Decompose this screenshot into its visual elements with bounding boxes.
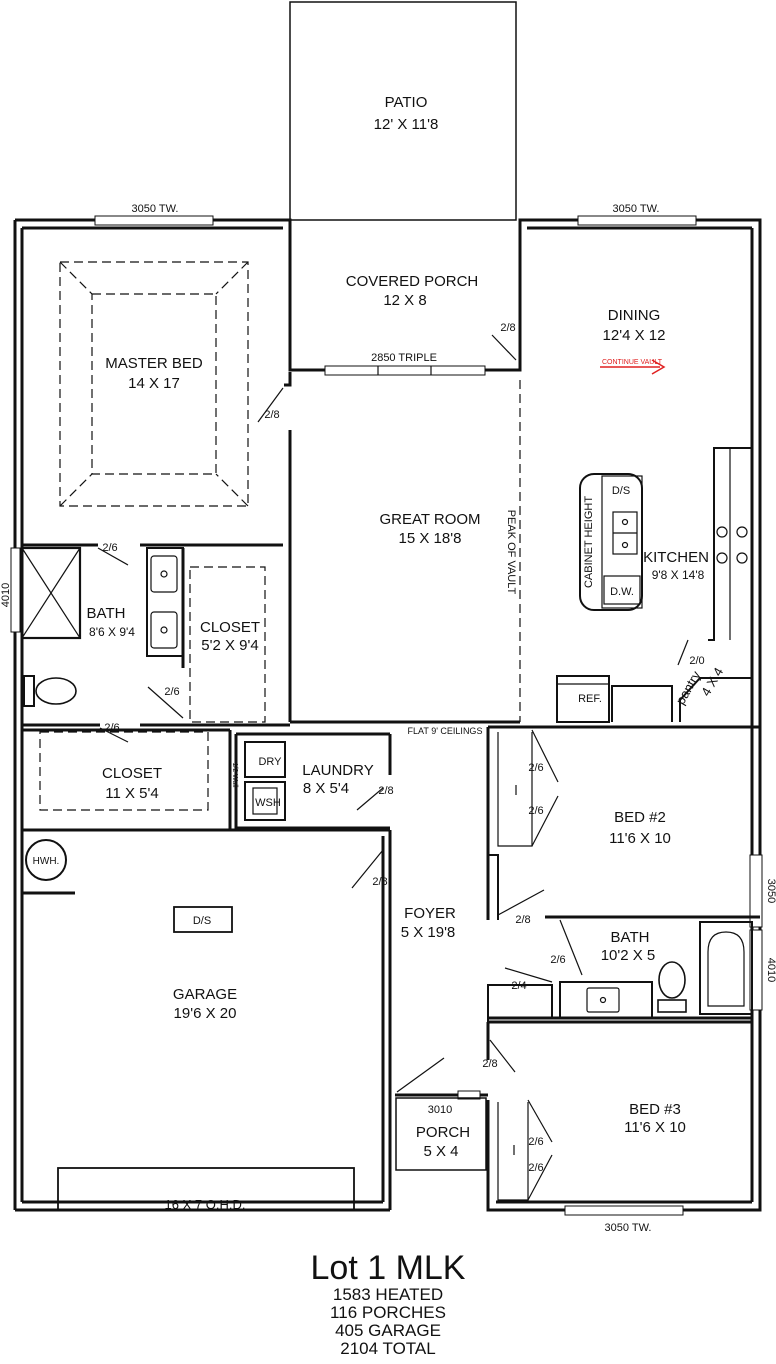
window-bath-side: [10, 547, 21, 633]
hwh-label: HWH.: [33, 856, 60, 867]
porches-sqft: 116 PORCHES: [330, 1303, 446, 1322]
window-bed2-side: [749, 854, 763, 928]
ref-label: REF.: [578, 693, 602, 705]
master-bed-size: 14 X 17: [128, 375, 180, 392]
door-label-bed2-c: 2/8: [515, 914, 530, 926]
garage-door-label: 16 X 7 O.H.D.: [165, 1197, 246, 1212]
window-bed3: [564, 1205, 684, 1216]
window-bed3-label: 3050 TW.: [605, 1222, 652, 1234]
porch-name: PORCH: [416, 1124, 470, 1141]
bed2-name: BED #2: [614, 809, 666, 826]
great-room-size: 15 X 18'8: [399, 530, 462, 547]
door-label-bed3-a: 2/8: [482, 1058, 497, 1070]
bath2-vanity: [559, 981, 653, 1019]
master-bed-ceiling: [59, 261, 249, 507]
door-label-bed3-b: 2/6: [528, 1136, 543, 1148]
door-label-bath2: 2/6: [550, 954, 565, 966]
bath-master-size: 8'6 X 9'4: [89, 625, 135, 639]
laundry-name: LAUNDRY: [302, 762, 373, 779]
door-label-bath: 2/6: [102, 542, 117, 554]
closet-master-size: 5'2 X 9'4: [201, 637, 258, 654]
door-label-laundry: 2/8: [378, 785, 393, 797]
door-label-linen: 2/4: [511, 980, 526, 992]
bathtub: [699, 921, 753, 1015]
window-bed2-side-label: 3050: [765, 879, 776, 903]
bath2-name: BATH: [611, 929, 650, 946]
window-triple-label: 2850 TRIPLE: [371, 352, 437, 364]
kitchen-name: KITCHEN: [643, 549, 709, 566]
porch-size: 5 X 4: [423, 1143, 458, 1160]
shower: [20, 546, 82, 640]
continue-vault-label: CONTINUE VAULT: [602, 359, 663, 366]
total-sqft: 2104 TOTAL: [340, 1339, 436, 1358]
kitchen-island: D/S D.W. CABINET HEIGHT: [579, 473, 643, 611]
window-porch-label: 3010: [428, 1104, 452, 1116]
kitchen-counter-range: [708, 447, 752, 641]
covered-porch-name: COVERED PORCH: [346, 273, 479, 290]
garage-door: [57, 1167, 355, 1211]
island-ds-label: D/S: [612, 485, 630, 497]
toilet-master: [23, 675, 77, 707]
floor-plan: PATIO 12' X 11'8 3050 TW. 3050 TW. 2850 …: [0, 1, 776, 1234]
dishwasher-label: D.W.: [610, 586, 634, 598]
door-label-garage: 2/8: [372, 876, 387, 888]
door-label-master: 2/8: [264, 409, 279, 421]
door-label-closet: 2/6: [164, 686, 179, 698]
bed2-size: 11'6 X 10: [609, 830, 671, 847]
patio-name: PATIO: [385, 94, 428, 111]
garage-sqft: 405 GARAGE: [335, 1321, 441, 1340]
closet-master-name: CLOSET: [200, 619, 260, 636]
window-master-label: 3050 TW.: [132, 203, 179, 215]
windows: 3050 TW. 3050 TW. 2850 TRIPLE 4010 3050 …: [0, 203, 776, 1234]
bath-master-name: BATH: [87, 605, 126, 622]
refrigerator: REF.: [556, 675, 673, 723]
plan-title: Lot 1 MLK: [310, 1249, 466, 1287]
flat-ceilings-label: FLAT 9' CEILINGS: [408, 726, 483, 736]
dining-size: 12'4 X 12: [603, 327, 666, 344]
patio: PATIO 12' X 11'8: [289, 1, 517, 221]
bed3-size: 11'6 X 10: [624, 1119, 686, 1136]
foyer-name: FOYER: [404, 905, 456, 922]
bed3-name: BED #3: [629, 1101, 681, 1118]
door-label-pantry: 2/0: [689, 655, 704, 667]
laundry-size: 8 X 5'4: [303, 780, 349, 797]
dryer-label: DRY: [258, 756, 282, 768]
patio-size: 12' X 11'8: [374, 116, 439, 133]
window-master: [94, 215, 214, 226]
garage-size: 19'6 X 20: [174, 1005, 237, 1022]
window-bath2-side-label: 4010: [765, 958, 776, 982]
pantry-size: 4 X 4: [698, 665, 726, 699]
door-label-bed2-a: 2/6: [528, 762, 543, 774]
bath2-size: 10'2 X 5: [601, 947, 656, 964]
garage-name: GARAGE: [173, 986, 237, 1003]
plan-footer: Lot 1 MLK 1583 HEATED 116 PORCHES 405 GA…: [0, 1250, 776, 1358]
heated-sqft: 1583 HEATED: [332, 1285, 444, 1304]
great-room-name: GREAT ROOM: [379, 511, 480, 528]
peak-of-vault-label: PEAK OF VAULT: [505, 510, 517, 595]
covered-porch-size: 12 X 8: [383, 292, 426, 309]
pantry: pantry 4 X 4 2/0: [673, 639, 752, 722]
toilet-bath2: [657, 961, 687, 1013]
window-dining: [577, 215, 697, 226]
closet-hall-name: CLOSET: [102, 765, 162, 782]
door-label-bed2-b: 2/6: [528, 805, 543, 817]
closet-hall-size: 11 X 5'4: [105, 785, 158, 802]
washer-label: WSH: [255, 797, 281, 809]
door-label-porch: 2/8: [500, 322, 515, 334]
water-heater: HWH.: [25, 839, 67, 881]
window-dining-label: 3050 TW.: [613, 203, 660, 215]
window-triple: [324, 365, 486, 376]
cabinet-height-label: CABINET HEIGHT: [583, 496, 595, 588]
vanity-sinks: [146, 547, 184, 657]
continue-vault-arrow: CONTINUE VAULT: [600, 359, 666, 375]
foyer-size: 5 X 19'8: [401, 924, 456, 941]
dining-name: DINING: [608, 307, 661, 324]
door-label-bed3-c: 2/6: [528, 1162, 543, 1174]
garage-ds-label: D/S: [193, 915, 211, 927]
window-bath-side-label: 4010: [0, 583, 12, 607]
kitchen-size: 9'8 X 14'8: [652, 568, 705, 582]
master-bed-name: MASTER BED: [105, 355, 203, 372]
